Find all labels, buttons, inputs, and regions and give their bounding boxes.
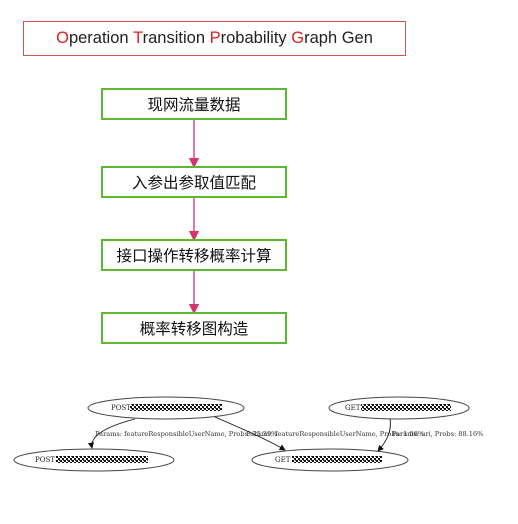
svg-text:GET: GET bbox=[275, 456, 291, 464]
graph-edge-label: Params: featureResponsibleUserName, Prob… bbox=[246, 430, 424, 438]
redacted-endpoint bbox=[130, 404, 222, 411]
flow-step-traffic-data: 现网流量数据 bbox=[101, 88, 287, 120]
graph-edge bbox=[214, 416, 286, 451]
flow-step-param-matching: 入参出参取值匹配 bbox=[101, 166, 287, 198]
title-segment: Operation bbox=[56, 29, 129, 47]
diagram-title: Operation Transition Probability Graph G… bbox=[23, 21, 406, 56]
graph-edge-label: Params: uri, Probs: 88.16% bbox=[392, 430, 483, 438]
svg-text:POST: POST bbox=[111, 404, 131, 412]
flow-step-probability-calc: 接口操作转移概率计算 bbox=[101, 239, 287, 271]
redacted-endpoint bbox=[292, 456, 382, 463]
title-segment: Graph Gen bbox=[291, 29, 373, 47]
graph-node-get-bottom: GET bbox=[251, 448, 409, 472]
graph-node-get-top: GET bbox=[328, 396, 470, 420]
title-segment: Probability bbox=[209, 29, 287, 47]
title-segment: Transition bbox=[133, 29, 206, 47]
graph-node-post-bottom: POST bbox=[13, 448, 175, 472]
svg-text:GET: GET bbox=[345, 404, 361, 412]
redacted-endpoint bbox=[56, 456, 148, 463]
graph-edge bbox=[87, 418, 136, 449]
graph-node-post-top: POST bbox=[87, 396, 245, 420]
graph-edge bbox=[377, 418, 391, 452]
redacted-endpoint bbox=[361, 404, 451, 411]
graph-edge-label: Params: featureResponsibleUserName, Prob… bbox=[95, 430, 277, 438]
flow-step-graph-construction: 概率转移图构造 bbox=[101, 312, 287, 344]
svg-text:POST: POST bbox=[35, 456, 55, 464]
